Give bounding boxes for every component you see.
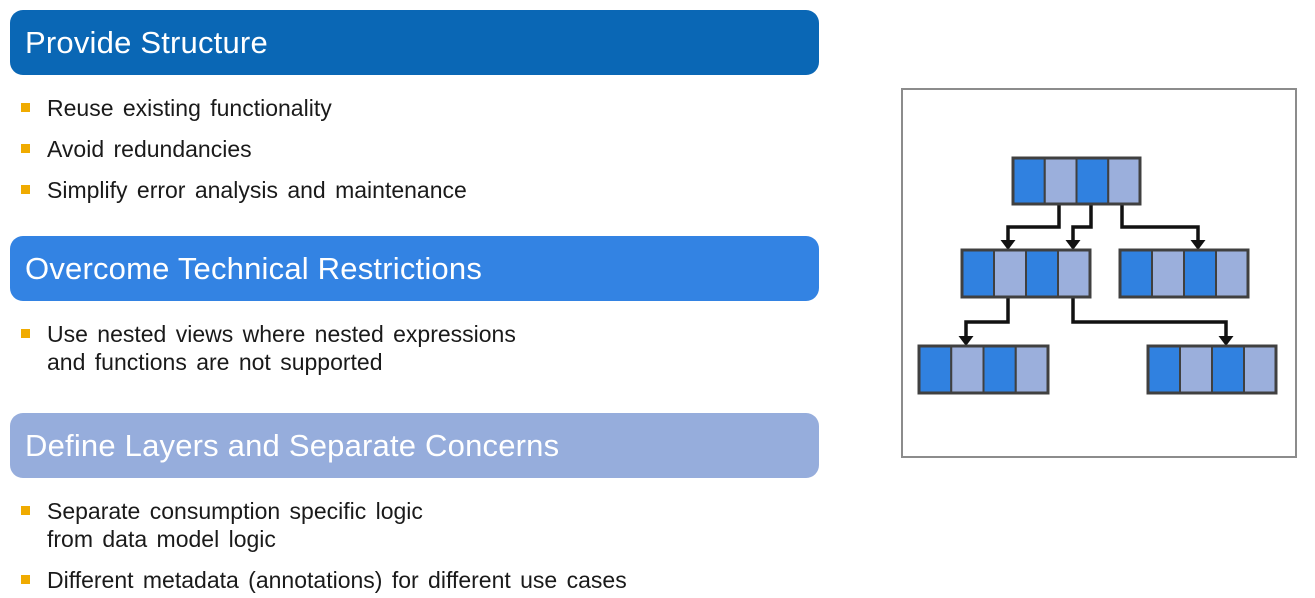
node-outline [1011,156,1142,206]
view-node-child-right [1118,248,1250,299]
node-outline [1118,248,1250,299]
bullet-text: Use nested views where nested expression… [47,321,516,375]
node-cell-dark [961,249,995,298]
bullet-square-icon [21,329,30,338]
view-node-child-left [960,248,1092,299]
view-hierarchy-svg [917,156,1278,395]
node-cell-dark [1211,345,1245,394]
node-outline [1146,344,1278,395]
node-cell-dark [1147,345,1181,394]
bullet-item: Avoid redundancies [21,135,819,163]
edge-arrow-line [964,297,1010,336]
bullet-item: Simplify error analysis and maintenance [21,176,819,204]
bullet-text: Separate consumption specific logic from… [47,498,423,552]
bullet-text: Different metadata (annotations) for dif… [47,567,627,593]
node-cell-light [1179,345,1213,394]
edge-arrow-line [1071,204,1093,240]
node-cell-light [1014,345,1049,394]
section-provide-structure: Provide Structure Reuse existing functio… [10,10,819,217]
bullet-item: Different metadata (annotations) for dif… [21,566,819,594]
bullet-square-icon [21,575,30,584]
bullet-text: Reuse existing functionality [47,95,332,121]
node-cell-dark [1012,157,1046,205]
node-cell-light [1215,249,1249,298]
bullet-square-icon [21,506,30,515]
node-outline [960,248,1092,299]
node-cell-dark [1075,157,1110,205]
section-header-overcome-technical-restrictions: Overcome Technical Restrictions [10,236,819,301]
node-cell-dark [1183,249,1217,298]
node-cell-dark [982,345,1017,394]
bullet-item: Use nested views where nested expression… [21,320,819,376]
bullet-square-icon [21,144,30,153]
node-cell-light [1107,157,1141,205]
view-hierarchy-diagram [901,88,1297,458]
edge-arrowhead-icon [1000,240,1016,250]
view-node-grandchild-right [1146,344,1278,395]
bullet-list-overcome-technical-restrictions: Use nested views where nested expression… [10,320,819,376]
node-cell-light [950,345,985,394]
section-overcome-technical-restrictions: Overcome Technical Restrictions Use nest… [10,236,819,389]
section-header-provide-structure: Provide Structure [10,10,819,75]
node-cell-light [1043,157,1078,205]
edge-arrow-line [1071,297,1228,336]
edge-arrowhead-icon [1218,336,1234,346]
node-cell-dark [918,345,953,394]
bullet-item: Separate consumption specific logic from… [21,497,819,553]
bullet-text: Avoid redundancies [47,136,252,162]
node-cell-light [1243,345,1277,394]
bullet-text: Simplify error analysis and maintenance [47,177,467,203]
bullet-square-icon [21,103,30,112]
node-cell-light [1151,249,1185,298]
edge-arrow-line [1006,204,1061,240]
view-node-grandchild-left [917,344,1050,395]
node-cell-light [1057,249,1091,298]
section-define-layers-and-separate-concerns: Define Layers and Separate Concerns Sepa… [10,413,819,598]
edge-arrowhead-icon [958,336,974,346]
edge-arrowhead-icon [1065,240,1081,250]
node-cell-light [993,249,1027,298]
node-cell-dark [1119,249,1153,298]
node-cell-dark [1025,249,1059,298]
node-outline [917,344,1050,395]
bullet-list-define-layers-and-separate-concerns: Separate consumption specific logic from… [10,497,819,594]
edge-arrowhead-icon [1190,240,1206,250]
edge-arrow-line [1120,204,1200,240]
bullet-square-icon [21,185,30,194]
bullet-item: Reuse existing functionality [21,94,819,122]
view-node-root [1011,156,1142,206]
section-header-define-layers-and-separate-concerns: Define Layers and Separate Concerns [10,413,819,478]
